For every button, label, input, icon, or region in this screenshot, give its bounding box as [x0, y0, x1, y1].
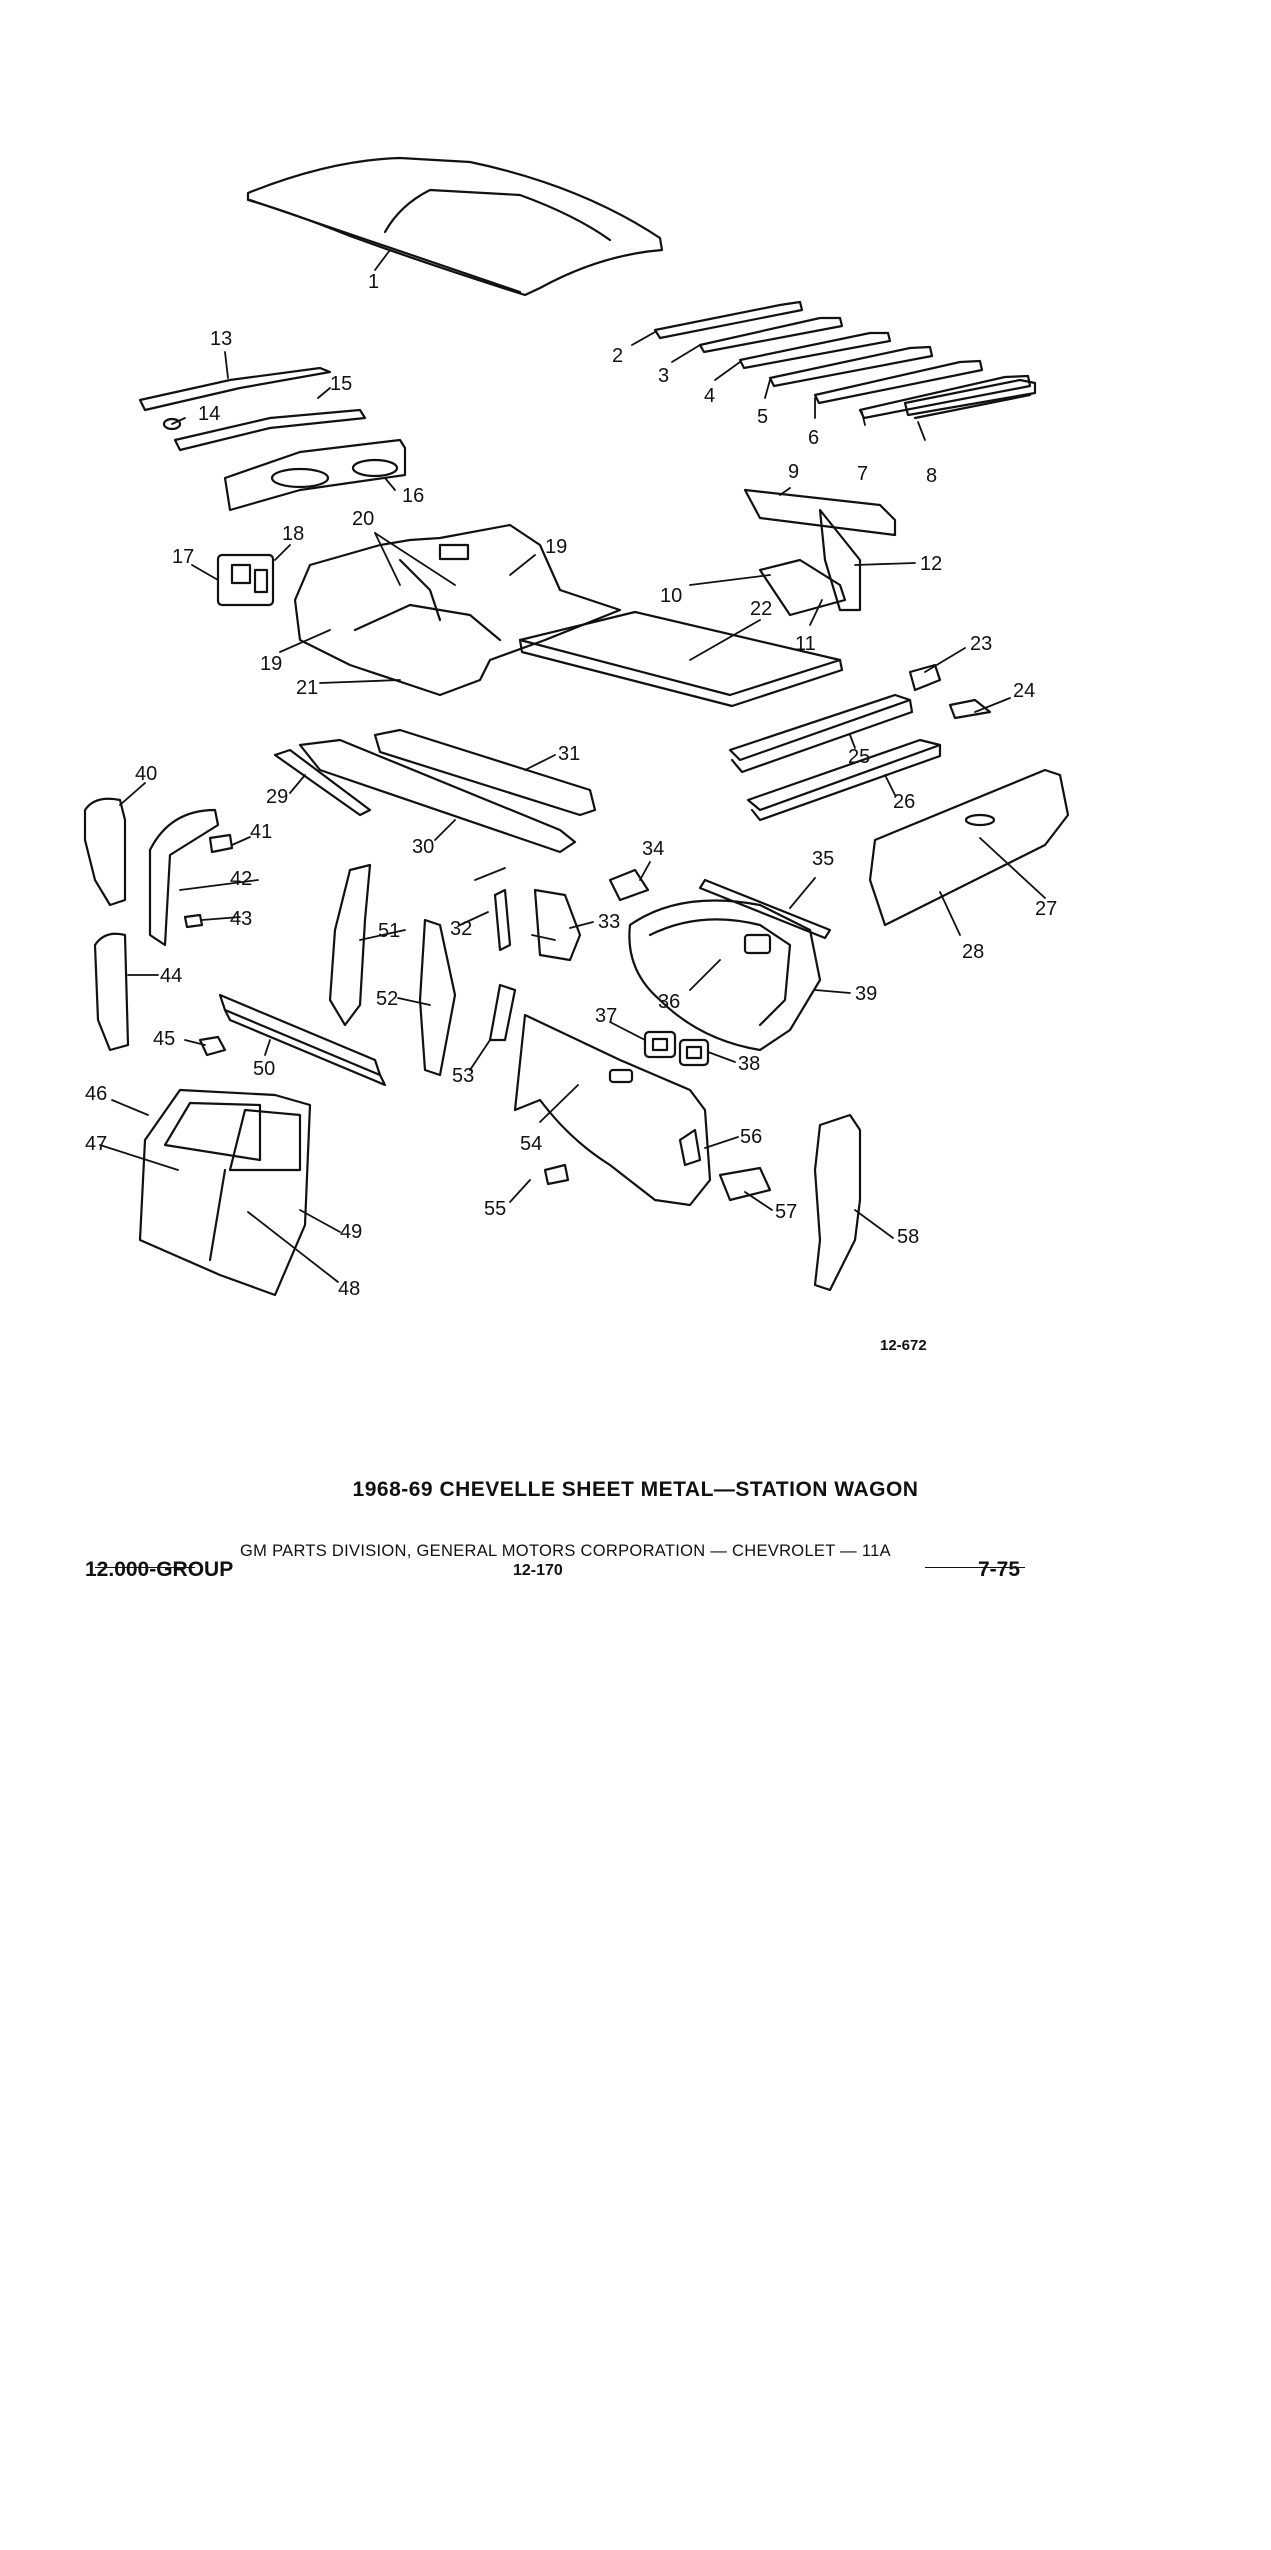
part-panels-32-34	[493, 868, 650, 962]
callout-52: 52	[376, 988, 398, 1010]
callout-49: 49	[340, 1221, 362, 1243]
part-front-pillars	[83, 797, 234, 1057]
callout-40: 40	[135, 763, 157, 785]
leader-lines	[99, 249, 1046, 1283]
callout-17: 17	[172, 546, 194, 568]
callout-9: 9	[788, 461, 799, 483]
part-rail-35	[698, 878, 832, 940]
footer-rule-right	[925, 1567, 1025, 1568]
callout-5: 5	[757, 406, 768, 428]
callout-35: 35	[812, 848, 834, 870]
callout-3: 3	[658, 365, 669, 387]
callout-48: 48	[338, 1278, 360, 1300]
part-floor-sills	[273, 728, 597, 854]
callout-31: 31	[558, 743, 580, 765]
callout-55: 55	[484, 1198, 506, 1220]
revision-date: 7-75	[978, 1558, 1021, 1581]
callout-13: 13	[210, 328, 232, 350]
callout-20: 20	[352, 508, 374, 530]
callout-36: 36	[658, 991, 680, 1013]
exploded-parts-diagram: 1 2 3 4 5 6 7 8 9 10 11 12 13 14 15 16 1…	[83, 156, 1070, 1354]
callout-18: 18	[282, 523, 304, 545]
part-body-lock-pillar	[743, 488, 897, 617]
callout-2: 2	[612, 345, 623, 367]
callout-8: 8	[926, 465, 937, 487]
callout-1: 1	[368, 271, 379, 293]
diagram-reference-code: 12-672	[880, 1337, 927, 1354]
callout-54: 54	[520, 1133, 542, 1155]
part-roof-bows	[653, 300, 1037, 420]
page-title: 1968-69 CHEVELLE SHEET METAL—STATION WAG…	[352, 1478, 919, 1501]
callout-39: 39	[855, 983, 877, 1005]
part-tailgate	[868, 768, 1070, 927]
part-wheelhouse	[628, 899, 822, 1052]
callout-32: 32	[450, 918, 472, 940]
callout-41: 41	[250, 821, 272, 843]
callout-53: 53	[452, 1065, 474, 1087]
callout-43: 43	[230, 908, 252, 930]
part-roof-panel	[246, 156, 664, 297]
part-rear-pillar	[813, 1113, 862, 1292]
part-brackets-17-18	[216, 553, 275, 607]
part-windshield-header	[138, 366, 407, 512]
callout-50: 50	[253, 1058, 275, 1080]
callout-57: 57	[775, 1201, 797, 1223]
part-quarter-panel	[513, 1013, 772, 1207]
callout-21: 21	[296, 677, 318, 699]
page-number: 12-170	[513, 1562, 563, 1579]
callout-47: 47	[85, 1133, 107, 1155]
part-center-pillars	[328, 863, 517, 1077]
division-text: GM PARTS DIVISION, GENERAL MOTORS CORPOR…	[240, 1542, 891, 1560]
part-grommets	[643, 1030, 710, 1067]
callout-42: 42	[230, 868, 252, 890]
callout-15: 15	[330, 373, 352, 395]
callout-24: 24	[1013, 680, 1035, 702]
callout-30: 30	[412, 836, 434, 858]
callout-51: 51	[378, 920, 400, 942]
part-door	[138, 1088, 312, 1297]
callout-labels: 1 2 3 4 5 6 7 8 9 10 11 12 13 14 15 16 1…	[85, 271, 1057, 1354]
callout-56: 56	[740, 1126, 762, 1148]
callout-29: 29	[266, 786, 288, 808]
part-front-floor-pan	[293, 523, 622, 697]
callout-10: 10	[660, 585, 682, 607]
callout-19-lower: 19	[260, 653, 282, 675]
callout-45: 45	[153, 1028, 175, 1050]
callout-27: 27	[1035, 898, 1057, 920]
callout-11: 11	[795, 633, 816, 655]
part-rear-floor-pan	[518, 610, 844, 708]
callout-12: 12	[920, 553, 942, 575]
callout-26: 26	[893, 791, 915, 813]
callout-44: 44	[160, 965, 182, 987]
part-rocker-panel	[218, 993, 387, 1087]
callout-16: 16	[402, 485, 424, 507]
callout-4: 4	[704, 385, 715, 407]
callout-7: 7	[857, 463, 868, 485]
part-floor-rails	[728, 693, 942, 822]
callout-37: 37	[595, 1005, 617, 1027]
callout-33: 33	[598, 911, 620, 933]
part-brackets-23-24	[908, 663, 992, 720]
callout-22: 22	[750, 598, 772, 620]
callout-19-upper: 19	[545, 536, 567, 558]
footer-rule-left	[95, 1567, 195, 1568]
callout-34: 34	[642, 838, 664, 860]
callout-25: 25	[848, 746, 870, 768]
callout-23: 23	[970, 633, 992, 655]
callout-14: 14	[198, 403, 220, 425]
callout-6: 6	[808, 427, 819, 449]
callout-28: 28	[962, 941, 984, 963]
callout-58: 58	[897, 1226, 919, 1248]
group-number: 12.000-GROUP	[85, 1558, 234, 1581]
callout-38: 38	[738, 1053, 760, 1075]
callout-46: 46	[85, 1083, 107, 1105]
